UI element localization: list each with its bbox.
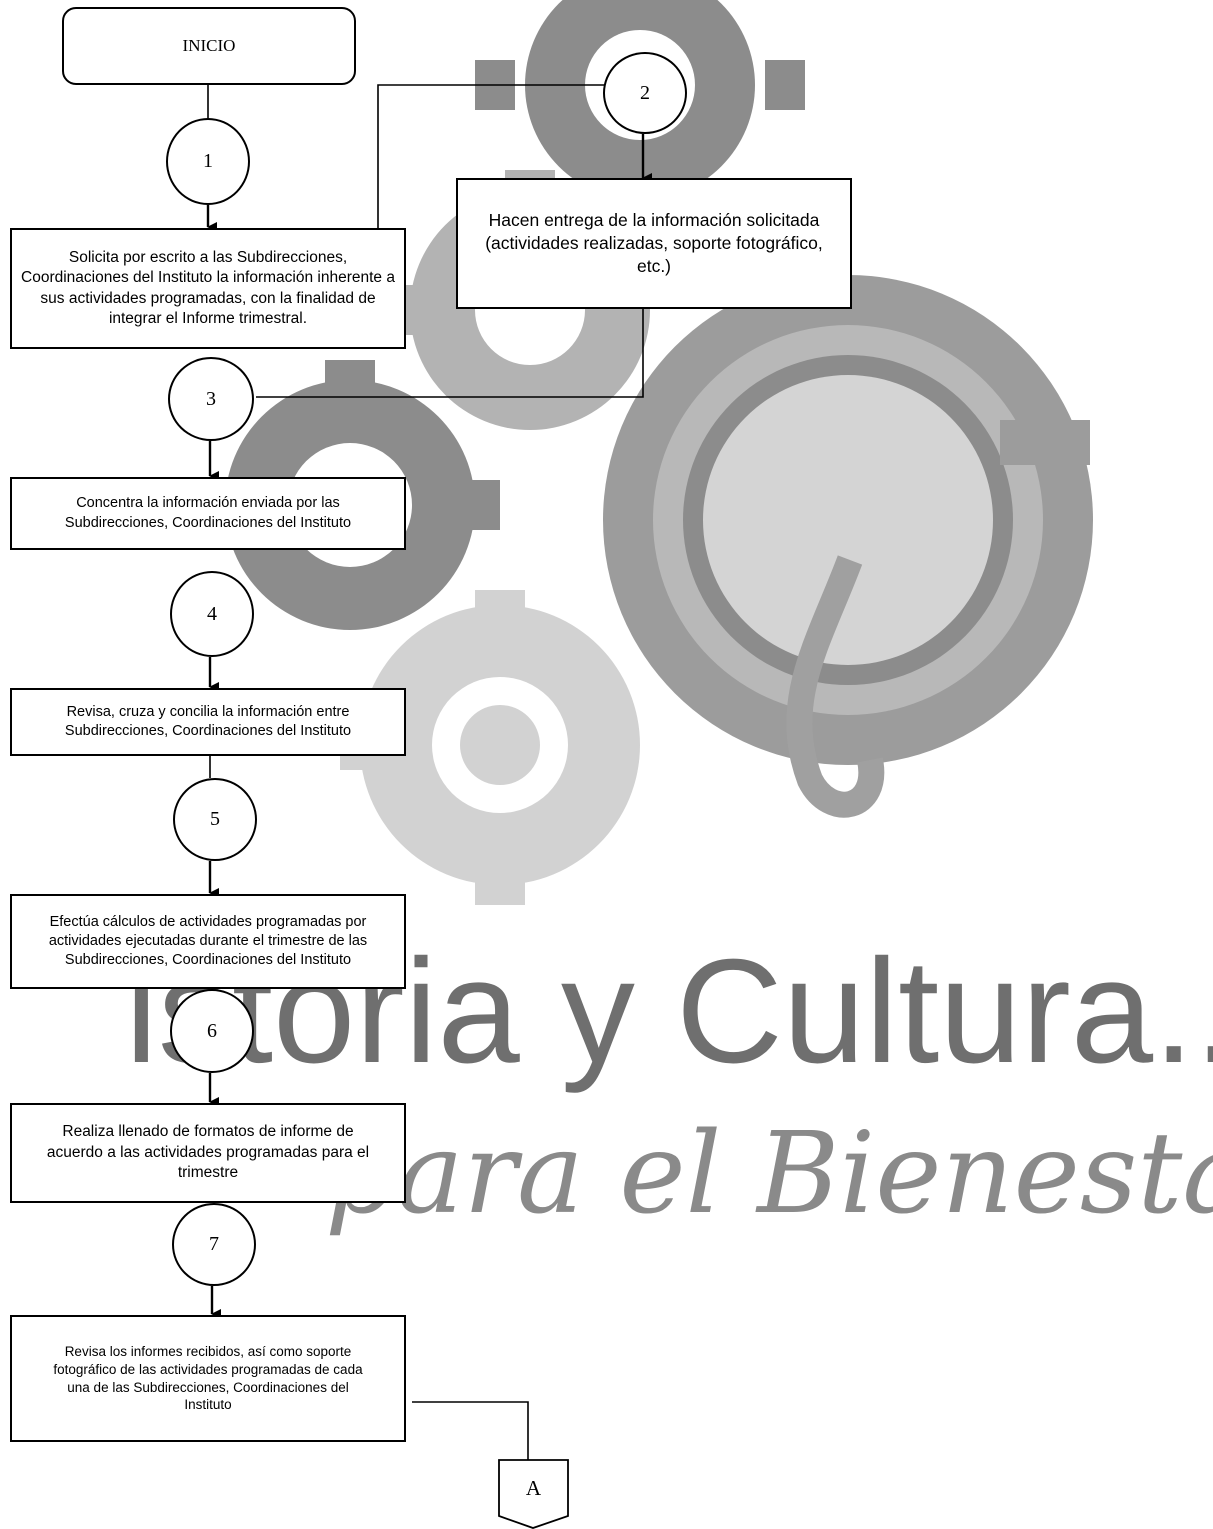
node-number: 4 [207,602,217,625]
step-node-4: 4 [170,571,254,657]
step-text: Solicita por escrito a las Subdireccione… [21,248,395,327]
step-node-1: 1 [166,118,250,205]
step-node-7: 7 [172,1203,256,1286]
connector-a-label: A [499,1464,568,1512]
node-number: 1 [203,150,213,172]
process-step-5: Efectúa cálculos de actividades programa… [10,894,406,989]
process-step-7: Revisa los informes recibidos, así como … [10,1315,406,1442]
process-step-2: Hacen entrega de la información solicita… [456,178,852,309]
watermark-text: istoria y Cultura... para el Bienestar [125,929,1213,1239]
svg-text:para el Bienestar: para el Bienestar [325,1109,1213,1239]
connector-letter: A [525,1475,542,1500]
step-node-6: 6 [170,989,254,1073]
node-number: 5 [210,808,220,830]
process-step-1: Solicita por escrito a las Subdireccione… [10,228,406,349]
step-text: Revisa los informes recibidos, así como … [53,1343,363,1413]
node-number: 6 [207,1019,217,1042]
step-text: Efectúa cálculos de actividades programa… [48,913,368,969]
step-text: Revisa, cruza y concilia la información … [64,703,352,739]
process-step-6: Realiza llenado de formatos de informe d… [10,1103,406,1203]
step-text: Realiza llenado de formatos de informe d… [46,1123,370,1182]
off-page-connector [498,1459,569,1529]
step-node-2: 2 [603,52,687,134]
step-node-5: 5 [173,778,257,861]
start-label: INICIO [182,36,236,55]
node-number: 2 [640,81,650,104]
node-number: 7 [209,1233,219,1255]
process-step-3: Concentra la información enviada por las… [10,477,406,550]
step-text: Concentra la información enviada por las… [64,495,352,531]
node-number: 3 [206,387,216,410]
step-node-3: 3 [168,357,254,441]
step-text: Hacen entrega de la información solicita… [485,209,823,277]
process-step-4: Revisa, cruza y concilia la información … [10,688,406,756]
start-terminal: INICIO [62,7,356,85]
